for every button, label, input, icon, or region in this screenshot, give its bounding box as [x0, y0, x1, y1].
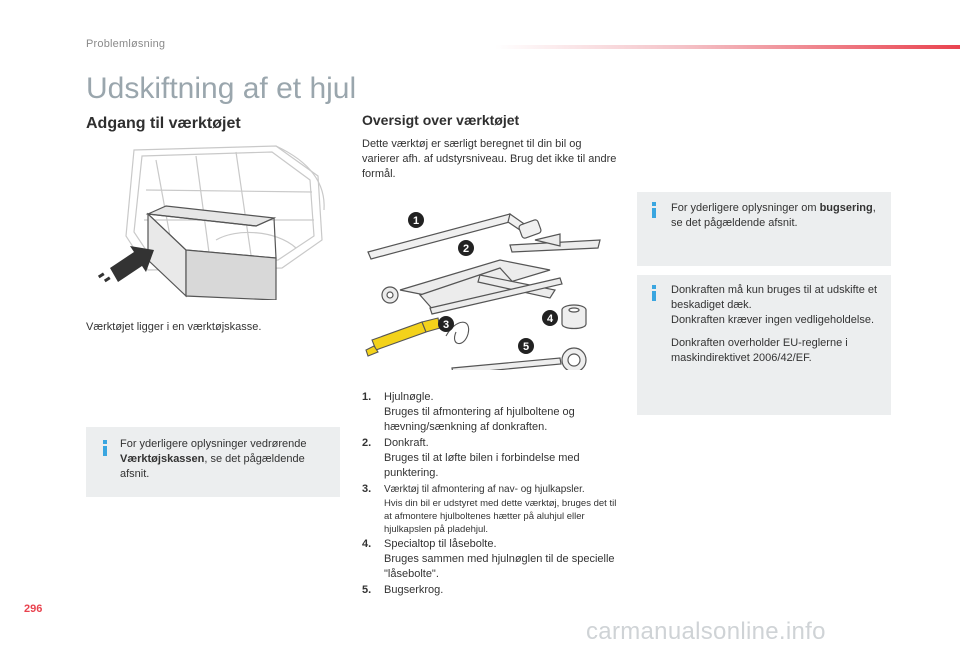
callout-4: 4: [542, 310, 558, 326]
svg-text:5: 5: [523, 341, 529, 353]
note-text-towing: For yderligere oplysninger om bugsering,…: [671, 202, 876, 229]
page-title: Udskiftning af et hjul: [86, 72, 357, 105]
towing-eye-drawing: [451, 347, 587, 370]
heading-tool-overview: Oversigt over værktøjet: [362, 112, 520, 128]
watermark-text: carmanualsonline.info: [586, 618, 826, 645]
note-box-towing: For yderligere oplysninger om bugsering,…: [637, 192, 891, 266]
note-text-toolbox: For yderligere oplysninger vedrørende Væ…: [120, 438, 307, 480]
svg-text:3: 3: [443, 319, 449, 331]
list-item: 5. Bugserkrog.: [362, 584, 444, 596]
seat-toolbox-illustration: [97, 145, 325, 300]
section-label: Problemløsning: [86, 38, 166, 50]
page-number: 296: [24, 603, 43, 615]
toolbox-caption: Værktøjet ligger i en værktøjskasse.: [86, 321, 262, 333]
list-item: 4. Specialtop til låsebolte. Bruges samm…: [362, 538, 615, 580]
towing-reference: bugsering: [819, 202, 873, 214]
info-icon: [649, 285, 659, 301]
heading-tool-access: Adgang til værktøjet: [86, 115, 241, 132]
locking-socket-drawing: [561, 304, 587, 330]
jack-drawing: [381, 233, 601, 315]
info-icon: [649, 202, 659, 218]
toolbox-reference: Værktøjskassen: [120, 453, 205, 465]
svg-text:4: 4: [547, 313, 554, 325]
list-item: 3. Værktøj til afmontering af nav- og hj…: [362, 483, 617, 535]
list-item: 1. Hjulnøgle. Bruges til afmontering af …: [362, 391, 575, 433]
svg-text:1: 1: [413, 215, 419, 227]
callout-1: 1: [408, 212, 424, 228]
callout-2: 2: [458, 240, 474, 256]
note-box-toolbox: For yderligere oplysninger vedrørende Væ…: [86, 427, 340, 497]
info-icon: [100, 440, 110, 456]
list-item: 2. Donkraft. Bruges til at løfte bilen i…: [362, 437, 580, 479]
svg-text:2: 2: [463, 243, 469, 255]
note-box-jack: Donkraften må kun bruges til at udskifte…: [637, 275, 891, 415]
tool-list: 1. Hjulnøgle. Bruges til afmontering af …: [362, 390, 622, 599]
callout-3: 3: [438, 316, 454, 332]
tool-overview-intro: Dette værktøj er særligt beregnet til di…: [362, 138, 617, 180]
hubcap-tool-drawing: [365, 317, 470, 357]
tool-kit-illustration: 1 2 3 4 5: [365, 212, 601, 370]
wheel-wrench-drawing: [367, 213, 542, 260]
note-text-jack: Donkraften må kun bruges til at udskifte…: [671, 284, 878, 364]
callout-5: 5: [518, 338, 534, 354]
header-accent-bar: [495, 45, 960, 49]
